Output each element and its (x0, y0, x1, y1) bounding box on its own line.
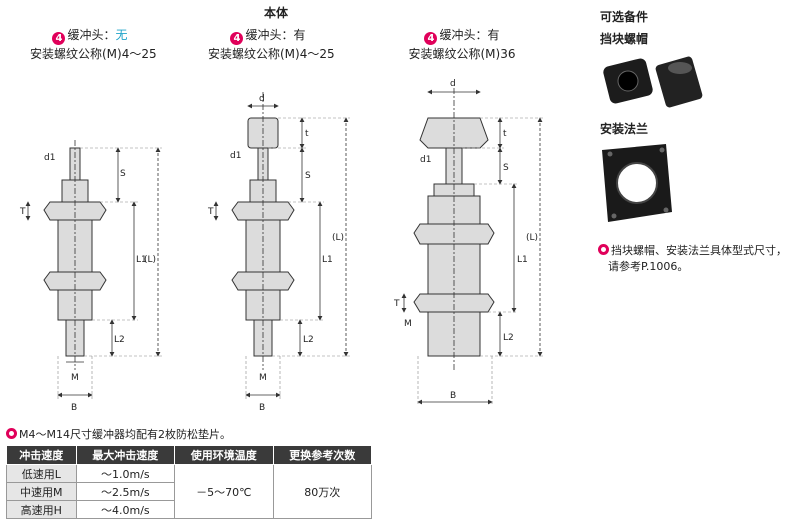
dim-L1: L1 (517, 255, 528, 265)
dim-d1: d1 (420, 155, 431, 165)
cell-temp: －5～70℃ (174, 464, 274, 519)
stopper-nut-image (603, 56, 703, 108)
cell-max: ～4.0m/s (75, 500, 176, 519)
dim-T: T (207, 207, 214, 217)
dim-M: M (404, 319, 412, 329)
dim-L2: L2 (114, 335, 125, 345)
cell-count: 80万次 (272, 464, 373, 519)
dim-L1: L1 (136, 255, 147, 265)
dim-L: (L) (144, 255, 156, 265)
body-title: 本体 (264, 6, 289, 20)
dim-L1: L1 (322, 255, 333, 265)
variant-2-thread: 安装螺纹公称(M)4～25 (208, 47, 335, 61)
variant-3-thread: 安装螺纹公称(M)36 (408, 47, 516, 61)
dim-S: S (503, 163, 509, 173)
dim-M: M (259, 373, 267, 383)
cell-max: ～2.5m/s (75, 482, 176, 501)
note-pin-icon (6, 428, 17, 439)
dim-S: S (120, 169, 126, 179)
dim-B: B (71, 403, 77, 413)
dim-d1: d1 (230, 151, 241, 161)
number-badge-icon: 4 (230, 32, 244, 45)
dim-T: T (19, 207, 26, 217)
dim-B: B (450, 391, 456, 401)
note-pin-icon (598, 244, 609, 255)
number-badge-icon: 4 (52, 32, 66, 45)
dim-d: d (450, 79, 456, 89)
dim-B: B (259, 403, 265, 413)
table-note: M4～M14尺寸缓冲器均配有2枚防松垫片。 (6, 426, 231, 442)
table-row: 低速用L ～1.0m/s －5～70℃ 80万次 (6, 464, 373, 519)
dim-t: t (305, 129, 309, 139)
dim-L2: L2 (303, 335, 314, 345)
dim-t: t (503, 129, 507, 139)
shock-absorber-drawing: d1 S L1 (L) L2 T M B d d1 t S L1 (L) L2 … (19, 79, 544, 413)
flange-title: 安装法兰 (600, 122, 649, 136)
dim-S: S (305, 171, 311, 181)
dim-T: T (393, 299, 400, 309)
options-note: 挡块螺帽、安装法兰具体型式尺寸， 请参考P.1006。 (598, 242, 787, 274)
col-header: 使用环境温度 (174, 445, 274, 465)
cell-speed: 中速用M (6, 482, 77, 501)
col-header: 冲击速度 (6, 445, 77, 465)
variant-1-thread: 安装螺纹公称(M)4～25 (30, 47, 157, 61)
dim-d: d (259, 94, 265, 104)
cap-title: 挡块螺帽 (600, 32, 649, 46)
number-badge-icon: 4 (424, 32, 438, 45)
spec-table: 冲击速度 最大冲击速度 使用环境温度 更换参考次数 低速用L ～1.0m/s －… (6, 445, 373, 519)
table-row: 中速用M ～2.5m/s (6, 482, 372, 501)
col-header: 最大冲击速度 (75, 445, 176, 465)
col-header: 更换参考次数 (272, 445, 373, 465)
options-title: 可选备件 (600, 10, 649, 24)
table-row: 高速用H ～4.0m/s (6, 500, 372, 519)
cell-max: ～1.0m/s (75, 464, 176, 483)
mounting-flange-image (602, 144, 672, 222)
dim-d1: d1 (44, 153, 55, 163)
dim-L2: L2 (503, 333, 514, 343)
cell-speed: 低速用L (6, 464, 77, 483)
cell-speed: 高速用H (6, 500, 77, 519)
table-header-row: 冲击速度 最大冲击速度 使用环境温度 更换参考次数 (6, 445, 373, 465)
dim-L: (L) (332, 233, 344, 243)
dim-L: (L) (526, 233, 538, 243)
dim-M: M (71, 373, 79, 383)
